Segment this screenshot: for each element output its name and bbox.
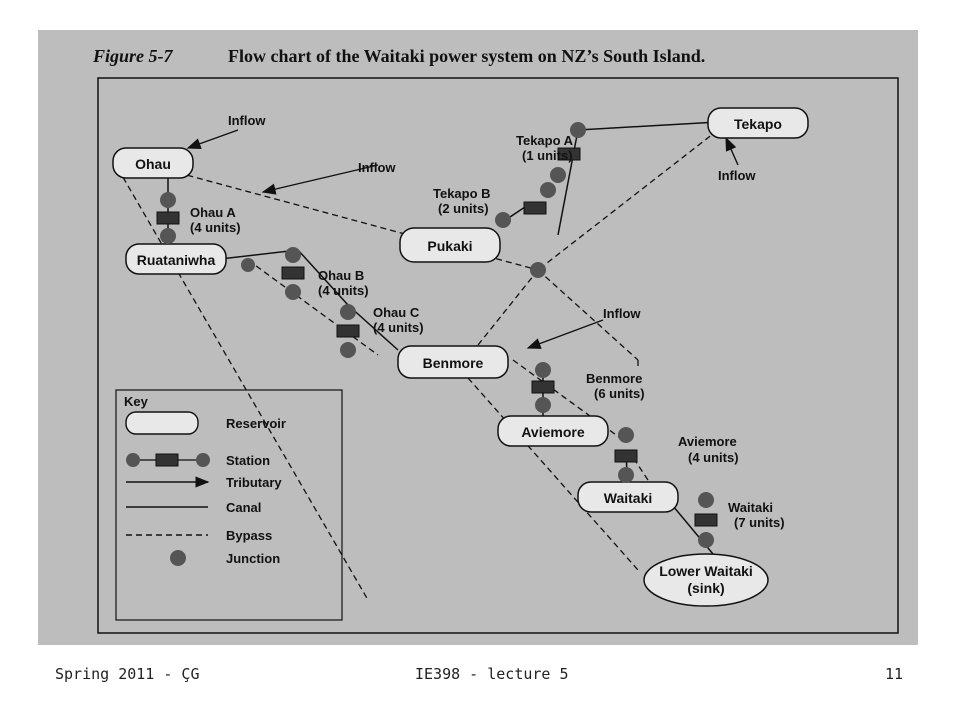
legend-bypass-label: Bypass <box>226 528 272 543</box>
legend-junction-swatch <box>170 550 186 566</box>
reservoir-ohau: Ohau <box>112 147 194 179</box>
reservoir-pukaki: Pukaki <box>399 227 501 263</box>
reservoir-label-lower-waitaki-sink: (sink) <box>687 580 724 596</box>
waitaki-flow-chart: Figure 5-7 Flow chart of the Waitaki pow… <box>92 46 899 634</box>
reservoir-label-benmore: Benmore <box>423 355 484 371</box>
footer-left: Spring 2011 - ÇG <box>55 665 200 683</box>
station-units-tekapo-a: (1 units) <box>522 148 573 163</box>
station-ohau-b <box>281 247 305 300</box>
diagram-frame <box>97 77 899 634</box>
reservoir-label-ohau: Ohau <box>135 156 171 172</box>
inflow-label-benmore: Inflow <box>603 306 641 321</box>
station-units-benmore: (6 units) <box>594 386 645 401</box>
reservoir-lower-waitaki: Lower Waitaki (sink) <box>643 553 769 607</box>
reservoir-label-ruataniwha: Ruataniwha <box>137 252 216 268</box>
station-name-benmore: Benmore <box>586 371 642 386</box>
reservoir-label-waitaki: Waitaki <box>604 490 653 506</box>
station-ohau-a <box>156 192 180 244</box>
legend-tributary-label: Tributary <box>226 475 282 490</box>
reservoir-label-lower-waitaki: Lower Waitaki <box>659 563 753 579</box>
legend-junction-label: Junction <box>226 551 280 566</box>
legend-title: Key <box>124 394 149 409</box>
station-name-tekapo-b: Tekapo B <box>433 186 491 201</box>
legend-key: Key Reservoir Station Tributary Canal By… <box>115 389 343 621</box>
inflow-label-pukaki: Inflow <box>358 160 396 175</box>
reservoir-aviemore: Aviemore <box>497 415 609 447</box>
station-name-ohau-a: Ohau A <box>190 205 236 220</box>
station-aviemore <box>614 427 638 483</box>
station-units-ohau-a: (4 units) <box>190 220 241 235</box>
reservoir-label-aviemore: Aviemore <box>521 424 585 440</box>
scanned-figure: Figure 5-7 Flow chart of the Waitaki pow… <box>38 30 918 645</box>
legend-station-label: Station <box>226 453 270 468</box>
slide-footer: Spring 2011 - ÇG IE398 - lecture 5 11 <box>0 655 960 695</box>
reservoir-benmore: Benmore <box>397 345 509 379</box>
figure-title: Flow chart of the Waitaki power system o… <box>228 46 705 66</box>
junction-ruataniwha <box>241 258 255 272</box>
station-name-waitaki: Waitaki <box>728 500 773 515</box>
station-units-ohau-c: (4 units) <box>373 320 424 335</box>
station-units-tekapo-b: (2 units) <box>438 201 489 216</box>
legend-station-swatch-a <box>126 453 140 467</box>
tributary-arrows <box>186 129 739 349</box>
station-tekapo-b <box>495 182 556 228</box>
station-units-ohau-b: (4 units) <box>318 283 369 298</box>
reservoir-waitaki: Waitaki <box>577 481 679 513</box>
footer-page-number: 11 <box>885 665 904 683</box>
station-benmore <box>531 362 555 413</box>
legend-canal-label: Canal <box>226 500 261 515</box>
legend-reservoir-swatch <box>125 411 199 435</box>
station-tekapo-a <box>550 122 586 183</box>
station-units-aviemore: (4 units) <box>688 450 739 465</box>
station-units-waitaki: (7 units) <box>734 515 785 530</box>
reservoir-ruataniwha: Ruataniwha <box>125 243 227 275</box>
station-name-ohau-b: Ohau B <box>318 268 364 283</box>
footer-center: IE398 - lecture 5 <box>415 665 569 683</box>
station-name-ohau-c: Ohau C <box>373 305 420 320</box>
figure-number: Figure 5-7 <box>92 46 174 66</box>
station-name-tekapo-a: Tekapo A <box>516 133 574 148</box>
station-waitaki <box>694 492 718 548</box>
reservoir-label-tekapo: Tekapo <box>734 116 782 132</box>
station-ohau-c <box>336 304 360 358</box>
junction-pukaki <box>530 262 546 278</box>
reservoir-tekapo: Tekapo <box>707 107 809 139</box>
reservoir-label-pukaki: Pukaki <box>427 238 472 254</box>
inflow-label-tekapo: Inflow <box>718 168 756 183</box>
legend-reservoir-label: Reservoir <box>226 416 286 431</box>
inflow-label-ohau: Inflow <box>228 113 266 128</box>
station-name-aviemore: Aviemore <box>678 434 737 449</box>
